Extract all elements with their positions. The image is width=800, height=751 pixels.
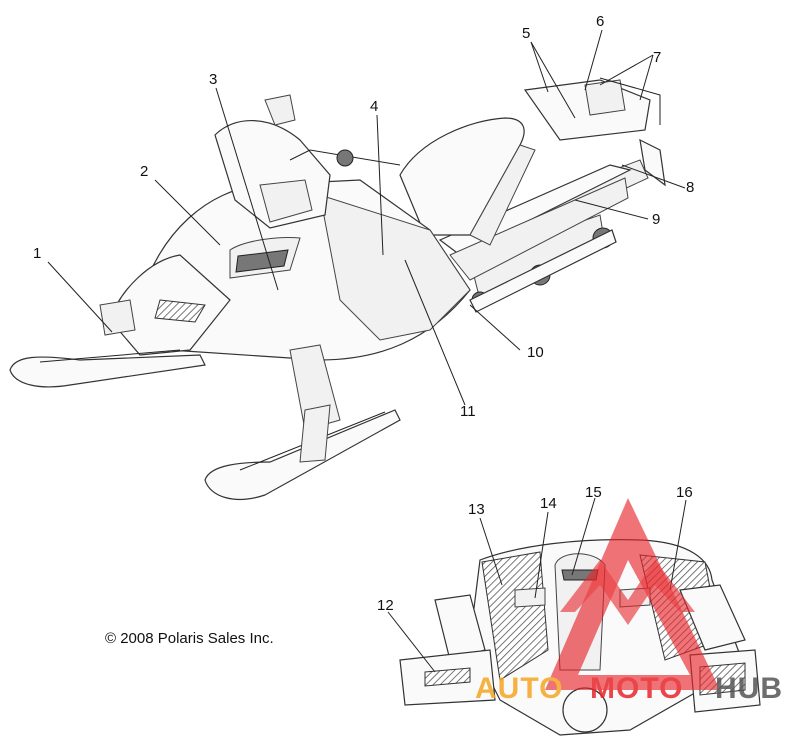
watermark-text-left: AUTO [475, 672, 563, 705]
callout-6: 6 [596, 13, 604, 30]
callout-14: 14 [540, 495, 557, 512]
callout-15: 15 [585, 484, 602, 501]
callout-16: 16 [676, 484, 693, 501]
callout-labels: 1 2 3 4 5 6 7 8 9 10 11 12 13 14 15 16 [33, 13, 694, 614]
watermark-text-mid: MOTO [590, 672, 683, 705]
watermark-triangle-icon [545, 498, 720, 690]
copyright-notice: © 2008 Polaris Sales Inc. [105, 630, 274, 647]
watermark-logo: AUTO MOTO HUB [475, 498, 783, 705]
callout-2: 2 [140, 163, 148, 180]
callout-13: 13 [468, 501, 485, 518]
callout-1: 1 [33, 245, 41, 262]
callout-12: 12 [377, 597, 394, 614]
callout-11: 11 [460, 403, 476, 420]
callout-4: 4 [370, 98, 378, 115]
leader-lines [47, 29, 687, 673]
callout-3: 3 [209, 71, 217, 88]
snowmobile-illustration [9, 77, 666, 500]
callout-9: 9 [652, 211, 660, 228]
watermark-text-right: HUB [715, 672, 783, 705]
watermark-m-icon [560, 560, 695, 625]
callout-8: 8 [686, 179, 694, 196]
callout-5: 5 [522, 25, 530, 42]
callout-7: 7 [653, 49, 661, 66]
callout-10: 10 [527, 344, 544, 361]
